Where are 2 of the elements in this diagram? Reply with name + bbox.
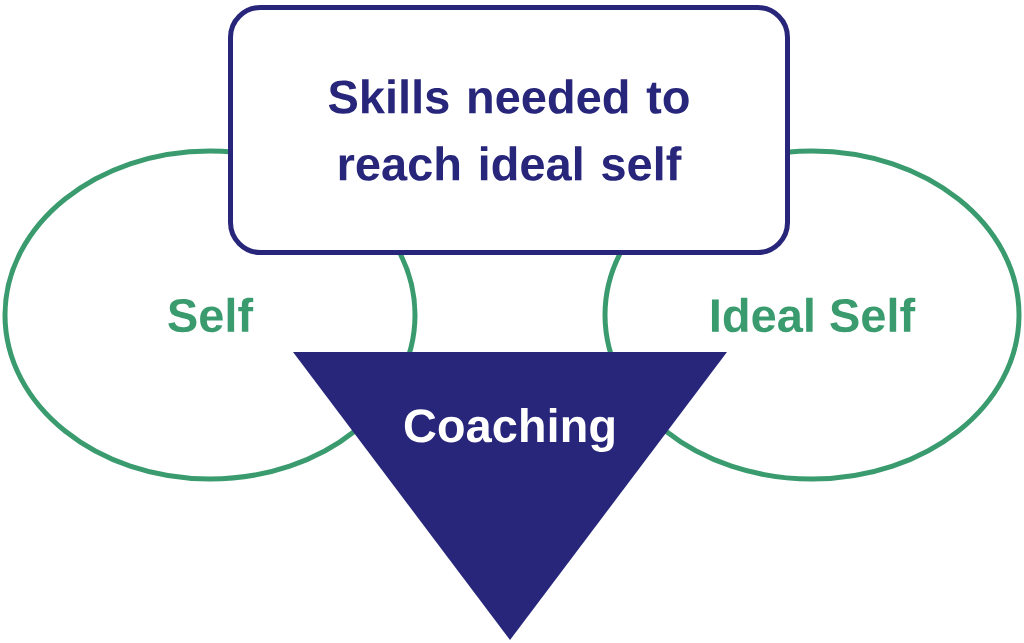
triangle: Coaching: [293, 352, 727, 640]
rounded-box: Skills needed to reach ideal self: [228, 5, 790, 255]
